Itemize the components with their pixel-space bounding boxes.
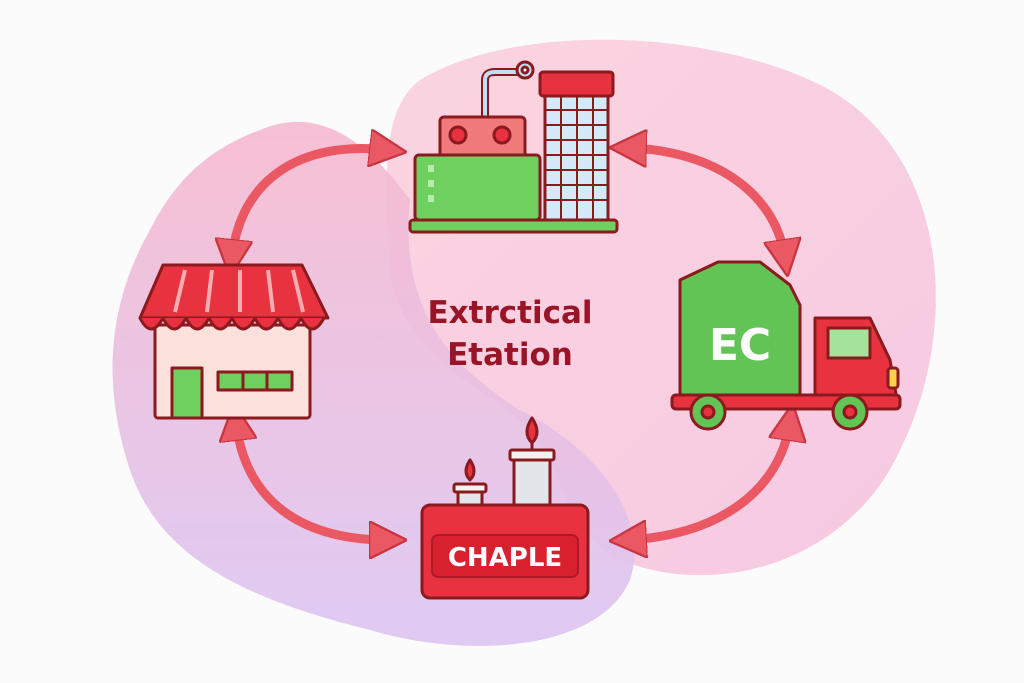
arrow-factory-truck [628, 148, 785, 258]
chapel-label: CHAPLE [448, 543, 562, 573]
center-title-line1: Extrctical [427, 295, 593, 331]
center-title-line2: Etation [447, 337, 573, 373]
arrow-store-factory [232, 148, 388, 258]
store-icon [138, 263, 330, 420]
arrow-chapel-truck [628, 422, 790, 540]
chapel-candles-icon [420, 416, 590, 600]
factory-icon [408, 60, 619, 234]
truck-label: EC [709, 320, 771, 371]
truck-icon [670, 260, 902, 431]
center-title: Extrctical Etation [400, 292, 620, 376]
arrow-store-chapel [236, 422, 388, 540]
